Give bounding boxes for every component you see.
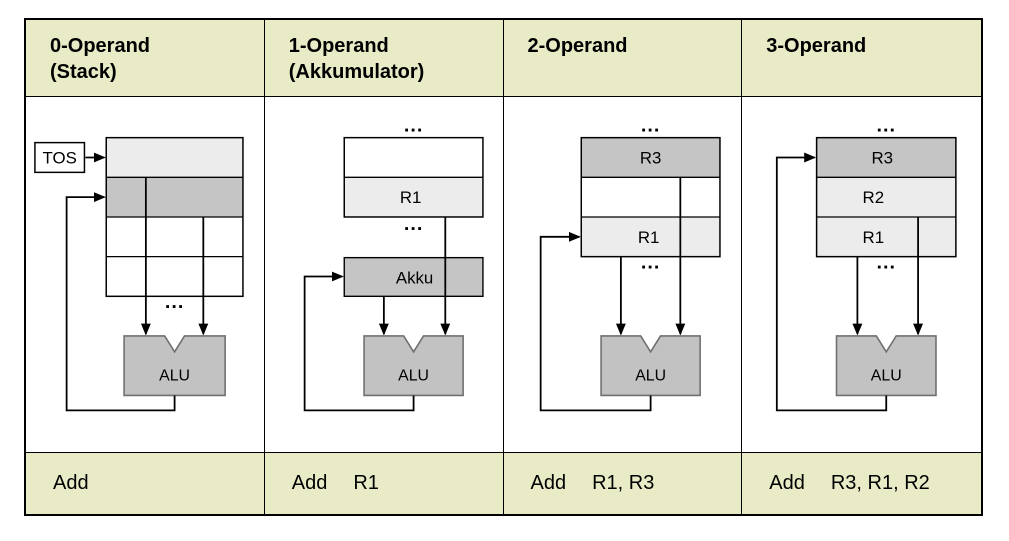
register-cell-r3	[580, 137, 720, 178]
ellipsis-below: ...	[404, 213, 423, 235]
two-operand-architecture-diagram: ... R3 R1 ... ALU	[539, 115, 721, 412]
instruction-operands: R3, R1, R2	[830, 472, 930, 494]
instruction-mnemonic: Add	[769, 472, 805, 494]
stack-outline	[105, 136, 244, 298]
alu-feedback-wire	[65, 192, 176, 412]
header-line2: (Akkumulator)	[288, 61, 425, 83]
instruction-operands: R1	[353, 472, 379, 494]
ellipsis-below: ...	[640, 252, 659, 274]
register-label-r1: R1	[637, 228, 659, 247]
instruction-cell-2-operand: Add R1, R3	[503, 453, 743, 514]
instruction-cell-3-operand: Add R3, R1, R2	[742, 453, 981, 514]
alu-unit	[599, 335, 701, 397]
tos-label: TOS	[43, 148, 77, 167]
akku-label: Akku	[396, 268, 433, 287]
instruction-mnemonic: Add	[53, 472, 89, 494]
header-line1: 0-Operand	[50, 35, 151, 57]
ellipsis-above: ...	[877, 115, 897, 137]
akku-box	[343, 256, 484, 298]
register-label-r2: R2	[863, 188, 885, 207]
three-operand-architecture-diagram: ... R3 R2 R1 ... ALU	[776, 115, 957, 412]
alu-unit	[835, 335, 938, 397]
register-cell-r2	[816, 177, 957, 217]
register-label-r1: R1	[400, 188, 422, 207]
header-line1: 1-Operand	[288, 35, 389, 57]
alu-feedback-wire	[303, 271, 415, 412]
instruction-cell-akkumulator: Add R1	[264, 453, 504, 514]
header-cell-1-operand: 1-Operand (Akkumulator)	[264, 20, 504, 97]
instruction-cell-stack: Add	[26, 453, 265, 514]
stack-cell-second	[106, 177, 243, 217]
stack-cell-tos	[106, 137, 243, 178]
instruction-operands: R1, R3	[592, 472, 655, 494]
akkumulator-architecture-diagram: ... R1 ... Akku ALU	[303, 115, 484, 412]
ellipsis-below: ...	[165, 291, 184, 313]
alu-feedback-wire	[539, 231, 652, 412]
register-cell-r1	[816, 216, 957, 257]
ellipsis-above: ...	[404, 115, 423, 137]
register-cell-r1	[344, 177, 483, 217]
tos-box	[34, 141, 86, 174]
alu-label: ALU	[398, 368, 429, 385]
header-cell-2-operand: 2-Operand	[503, 20, 743, 97]
stack-architecture-diagram: ... ALU TOS	[34, 136, 244, 412]
ellipsis-above: ...	[640, 115, 659, 137]
alu-label: ALU	[159, 368, 190, 385]
header-cell-3-operand: 3-Operand	[742, 20, 981, 97]
register-cell-r1	[580, 216, 720, 257]
instruction-mnemonic: Add	[291, 472, 328, 494]
alu-unit	[363, 335, 464, 397]
register-cell-empty	[580, 177, 720, 217]
alu-label: ALU	[635, 368, 666, 385]
isa-comparison-table: 0-Operand (Stack) 1-Operand (Akkumulator…	[24, 18, 983, 516]
diagram-cell-3-operand: ... R3 R2 R1 ... ALU	[742, 97, 981, 453]
header-cell-0-operand: 0-Operand (Stack)	[26, 20, 265, 97]
diagram-cell-2-operand: ... R3 R1 ... ALU	[503, 97, 743, 453]
header-line2: (Stack)	[50, 61, 117, 83]
alu-unit	[123, 335, 226, 397]
register-label-r1: R1	[863, 228, 885, 247]
register-file-outline	[580, 136, 721, 258]
instruction-mnemonic: Add	[530, 472, 567, 494]
ellipsis-below: ...	[877, 252, 897, 274]
register-label-r3: R3	[639, 148, 661, 167]
register-file-outline	[343, 136, 484, 218]
header-line1: 2-Operand	[527, 35, 628, 57]
diagram-cell-akkumulator: ... R1 ... Akku ALU	[264, 97, 504, 453]
register-label-r3: R3	[872, 148, 894, 167]
alu-feedback-wire	[776, 152, 888, 412]
register-cell-r3	[816, 137, 957, 178]
alu-label: ALU	[871, 368, 902, 385]
header-line1: 3-Operand	[766, 35, 867, 57]
diagram-cell-stack: ... ALU TOS	[26, 97, 265, 453]
register-file-outline	[816, 136, 957, 258]
register-cell-empty	[344, 137, 483, 178]
